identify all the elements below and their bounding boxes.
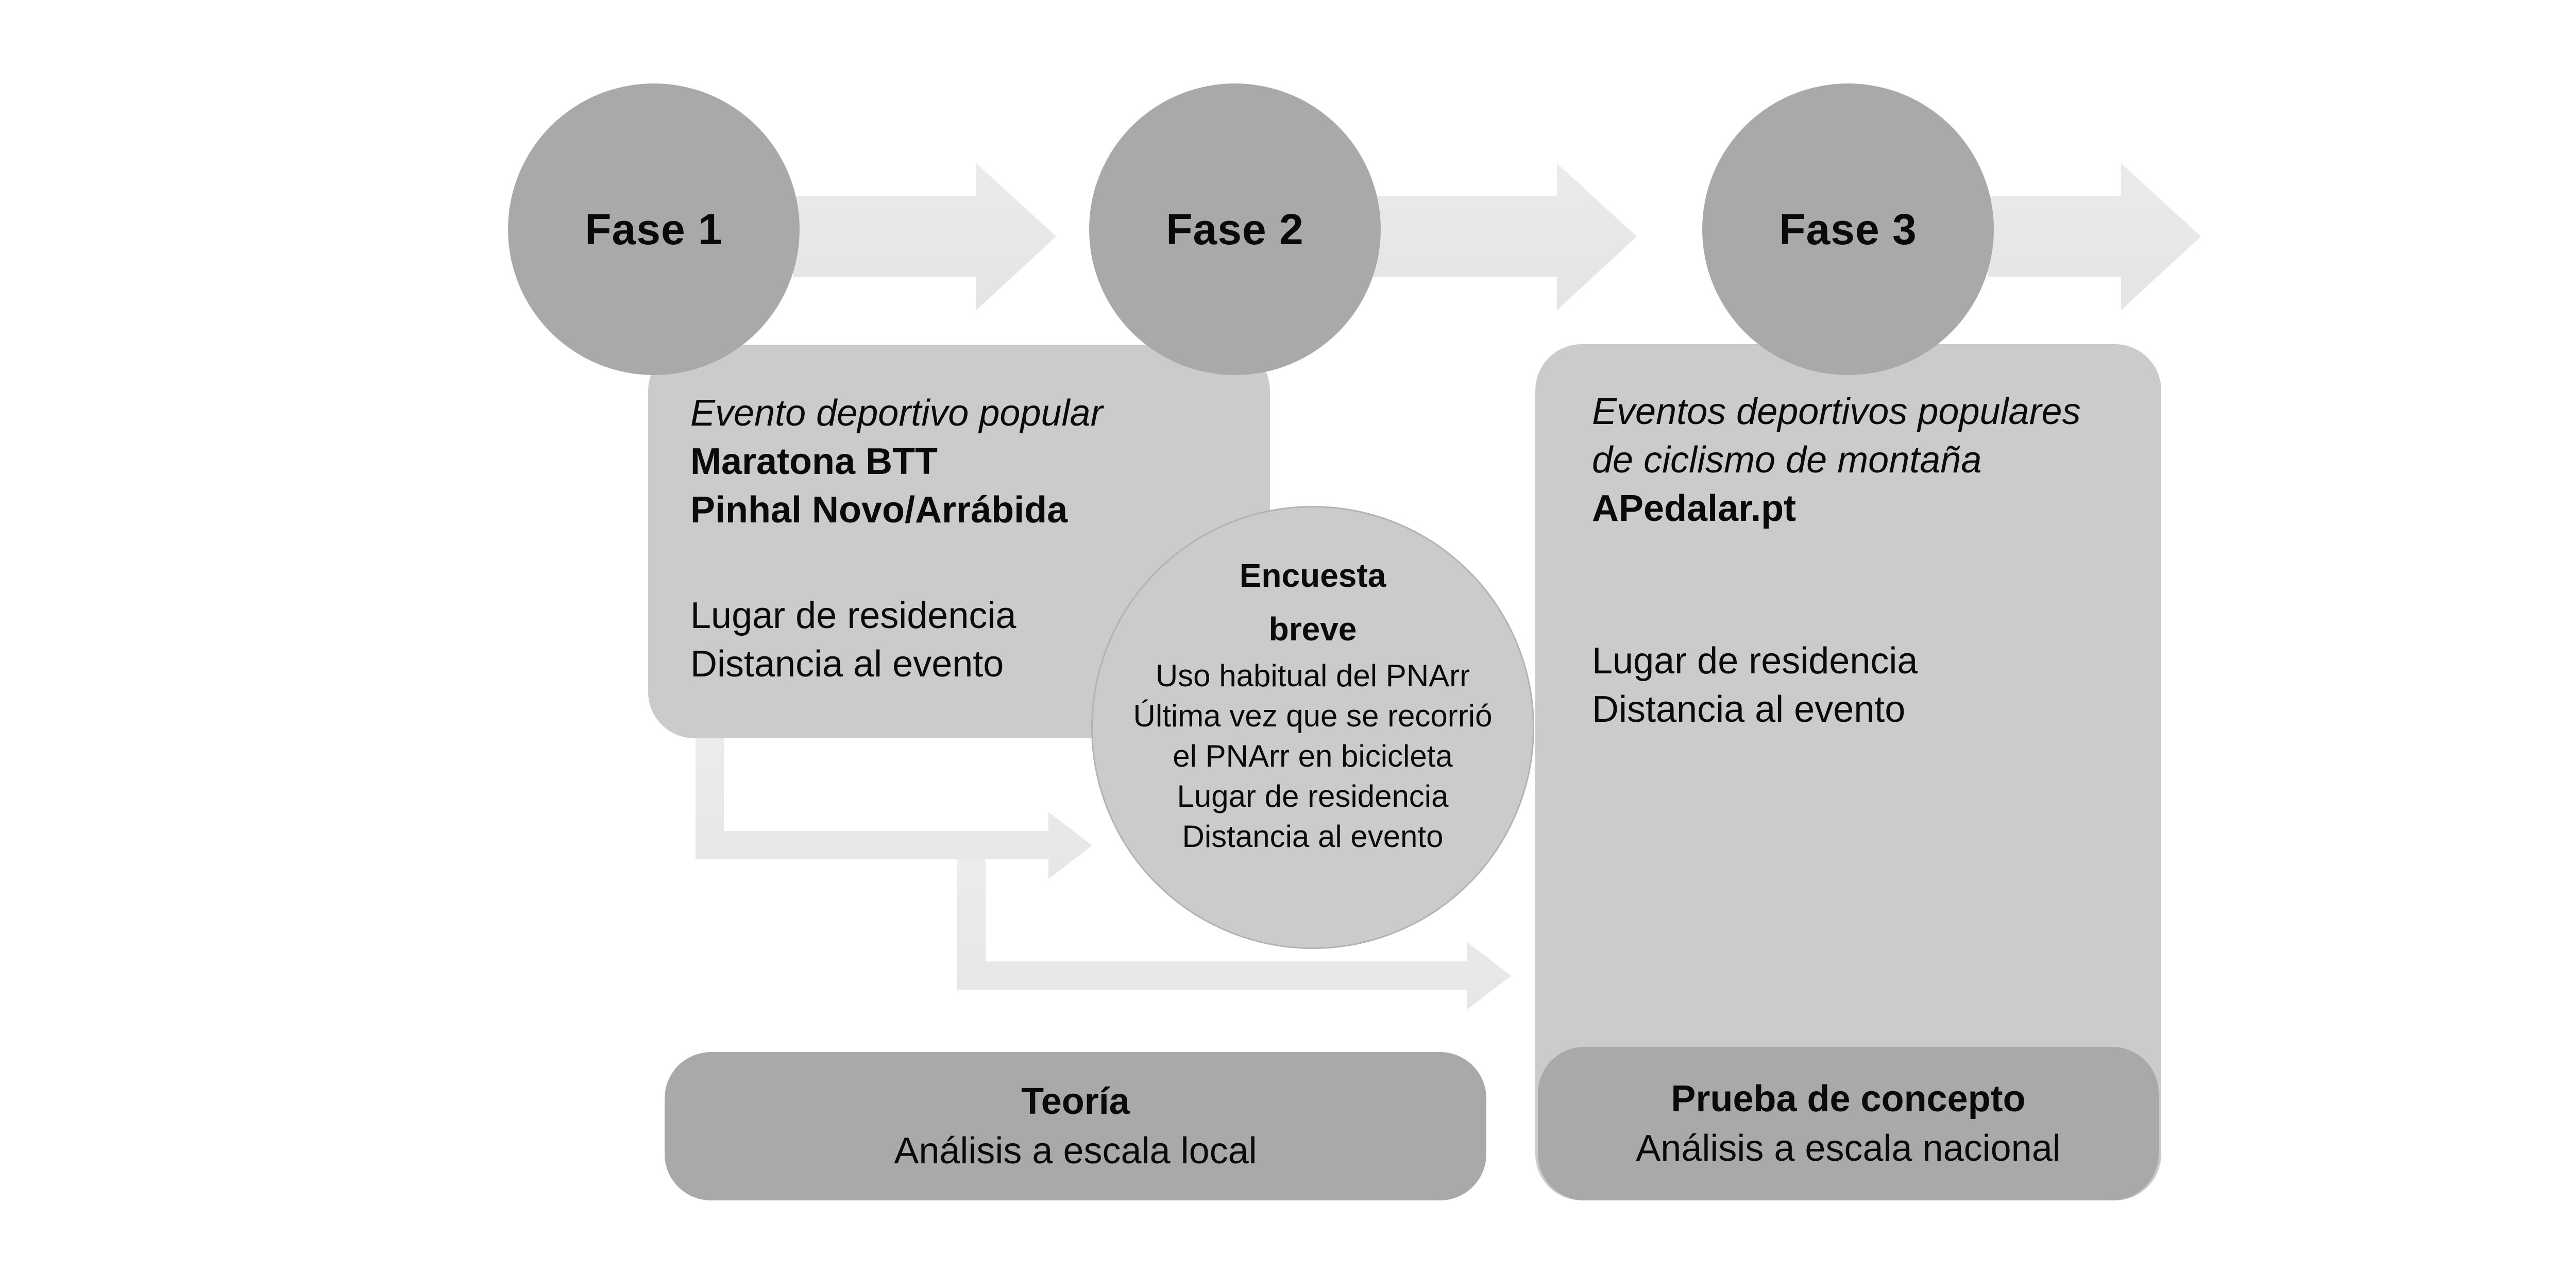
teoria-box-title: Teoría — [1021, 1081, 1130, 1122]
phase-label-fase3: Fase 3 — [1779, 205, 1917, 253]
survey-circle: Encuesta breve Uso habitual del PNArr Úl… — [1091, 506, 1534, 949]
survey-item-4: Lugar de residencia — [1177, 779, 1449, 814]
survey-title-line-2: breve — [1268, 611, 1357, 648]
elbow-arrow-to-survey-circle — [696, 738, 1092, 879]
fase3-box-item-1: Lugar de residencia — [1592, 640, 1918, 682]
fase3-box-title-bold: APedalar.pt — [1592, 488, 1797, 529]
flow-arrow-fase1-fase2 — [793, 163, 1056, 310]
flow-arrow-fase2-fase3 — [1373, 163, 1637, 310]
teoria-box: Teoría Análisis a escala local — [665, 1052, 1486, 1200]
phase-label-fase1: Fase 1 — [585, 205, 723, 253]
fase1-box-item-1: Lugar de residencia — [690, 595, 1016, 636]
fase3-box-items: Lugar de residencia Distancia al evento — [1592, 637, 1918, 734]
fase3-box-title-italic-2: de ciclismo de montaña — [1592, 439, 1982, 481]
survey-item-1: Uso habitual del PNArr — [1155, 658, 1470, 693]
fase1-box: Evento deportivo popular Maratona BTT Pi… — [648, 345, 1270, 738]
fase1-box-title-bold-2: Pinhal Novo/Arrábida — [690, 489, 1068, 531]
fase1-box-item-2: Distancia al evento — [690, 643, 1004, 685]
phase-label-fase2: Fase 2 — [1166, 205, 1304, 253]
fase1-box-title-italic: Evento deportivo popular — [690, 393, 1103, 434]
fase3-box-title: Eventos deportivos populares de ciclismo… — [1592, 387, 2081, 533]
fase3-box-item-2: Distancia al evento — [1592, 689, 1906, 730]
phase-circle-fase2: Fase 2 — [1089, 83, 1381, 375]
survey-title-line-1: Encuesta — [1239, 557, 1386, 594]
teoria-box-subtitle: Análisis a escala local — [894, 1130, 1257, 1172]
survey-item-2: Última vez que se recorrió — [1133, 699, 1493, 733]
flow-arrow-fase3-out — [1988, 163, 2201, 310]
fase1-box-title: Evento deportivo popular Maratona BTT Pi… — [690, 389, 1103, 534]
survey-circle-text: Encuesta breve Uso habitual del PNArr Úl… — [1093, 549, 1533, 857]
prueba-box: Prueba de concepto Análisis a escala nac… — [1538, 1047, 2159, 1200]
fase1-box-title-bold-1: Maratona BTT — [690, 441, 938, 482]
survey-item-3: el PNArr en bicicleta — [1173, 739, 1453, 773]
fase1-box-items: Lugar de residencia Distancia al evento — [690, 591, 1016, 688]
prueba-box-subtitle: Análisis a escala nacional — [1636, 1128, 2061, 1169]
prueba-box-title: Prueba de concepto — [1671, 1078, 2026, 1120]
fase3-box-title-italic-1: Eventos deportivos populares — [1592, 391, 2081, 432]
survey-item-5: Distancia al evento — [1182, 819, 1444, 854]
phase-circle-fase3: Fase 3 — [1702, 83, 1994, 375]
phase-circle-fase1: Fase 1 — [508, 83, 800, 375]
